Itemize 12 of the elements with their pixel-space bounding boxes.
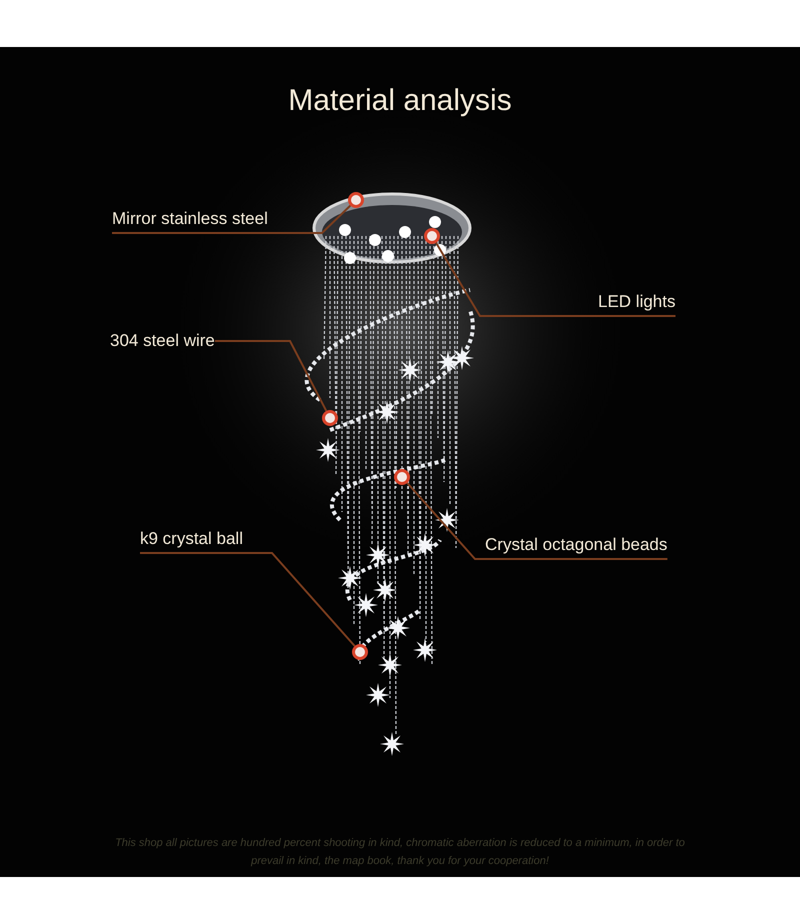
callout-label: LED lights	[598, 290, 676, 314]
title: Material analysis	[287, 84, 513, 118]
callout-label: k9 crystal ball	[140, 527, 243, 551]
leader-line	[214, 340, 328, 412]
callout-label: Crystal octagonal beads	[485, 533, 668, 557]
leader-line	[406, 482, 668, 560]
callout-label: 304 steel wire	[110, 329, 215, 353]
leader-line	[140, 552, 356, 647]
callout-label: Mirror stainless steel	[112, 207, 268, 231]
leader-line	[112, 204, 351, 234]
leader-line	[435, 242, 676, 317]
caption: This shop all pictures are hundred percent shooting in kind, chromatic aberration is reduced to a minimum, in order to prevail in kind, the map book, thank you for your cooperation!	[114, 836, 686, 869]
